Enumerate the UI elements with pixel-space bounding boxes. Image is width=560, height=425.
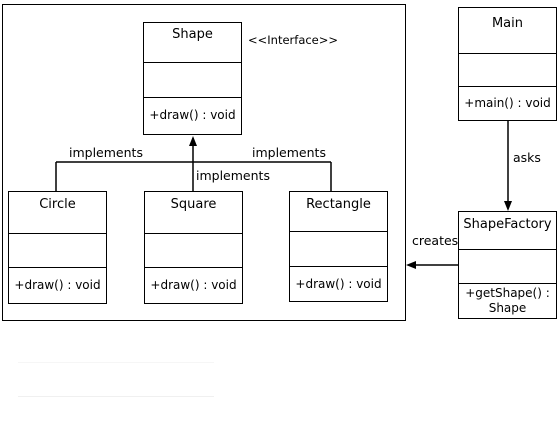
circle-operation: +draw() : void [14,278,101,292]
circle-attributes [9,234,106,268]
shapefactory-name: ShapeFactory [459,212,556,250]
asks-label: asks [513,150,541,165]
implements-label-left: implements [69,145,143,160]
shapefactory-attributes [459,250,556,284]
shape-operation: +draw() : void [149,108,236,122]
shapes-package-frame [2,4,406,321]
implements-label-middle: implements [196,168,270,183]
rectangle-operation: +draw() : void [295,276,382,291]
square-class-box: Square +draw() : void [144,191,243,304]
shapefactory-operation-text: +getShape() : Shape [465,286,550,315]
square-operation: +draw() : void [150,278,237,292]
faint-artifact [18,396,214,397]
faint-artifact [18,362,214,363]
square-attributes [145,234,242,268]
creates-label: creates [412,233,459,248]
creates-arrowhead [406,261,416,269]
shape-name: Shape [144,23,241,63]
rectangle-class-box: Rectangle +draw() : void [289,191,388,302]
main-attributes [459,54,556,87]
shape-interface-box: Shape +draw() : void [143,22,242,135]
shapefactory-class-box: ShapeFactory +getShape() : Shape [458,211,557,319]
main-class-box: Main +main() : void [458,7,557,121]
rectangle-attributes [290,232,387,267]
implements-label-right: implements [252,145,326,160]
main-operation: +main() : void [464,96,551,110]
shapefactory-operation: +getShape() : Shape [459,284,556,318]
shape-stereotype: <<Interface>> [248,33,339,47]
circle-class-box: Circle +draw() : void [8,191,107,304]
implements-arrowhead [189,136,197,146]
asks-arrowhead [504,201,512,211]
shape-attributes [144,63,241,98]
square-name: Square [145,192,242,234]
circle-name: Circle [9,192,106,234]
rectangle-name: Rectangle [290,192,387,232]
main-name: Main [459,8,556,54]
